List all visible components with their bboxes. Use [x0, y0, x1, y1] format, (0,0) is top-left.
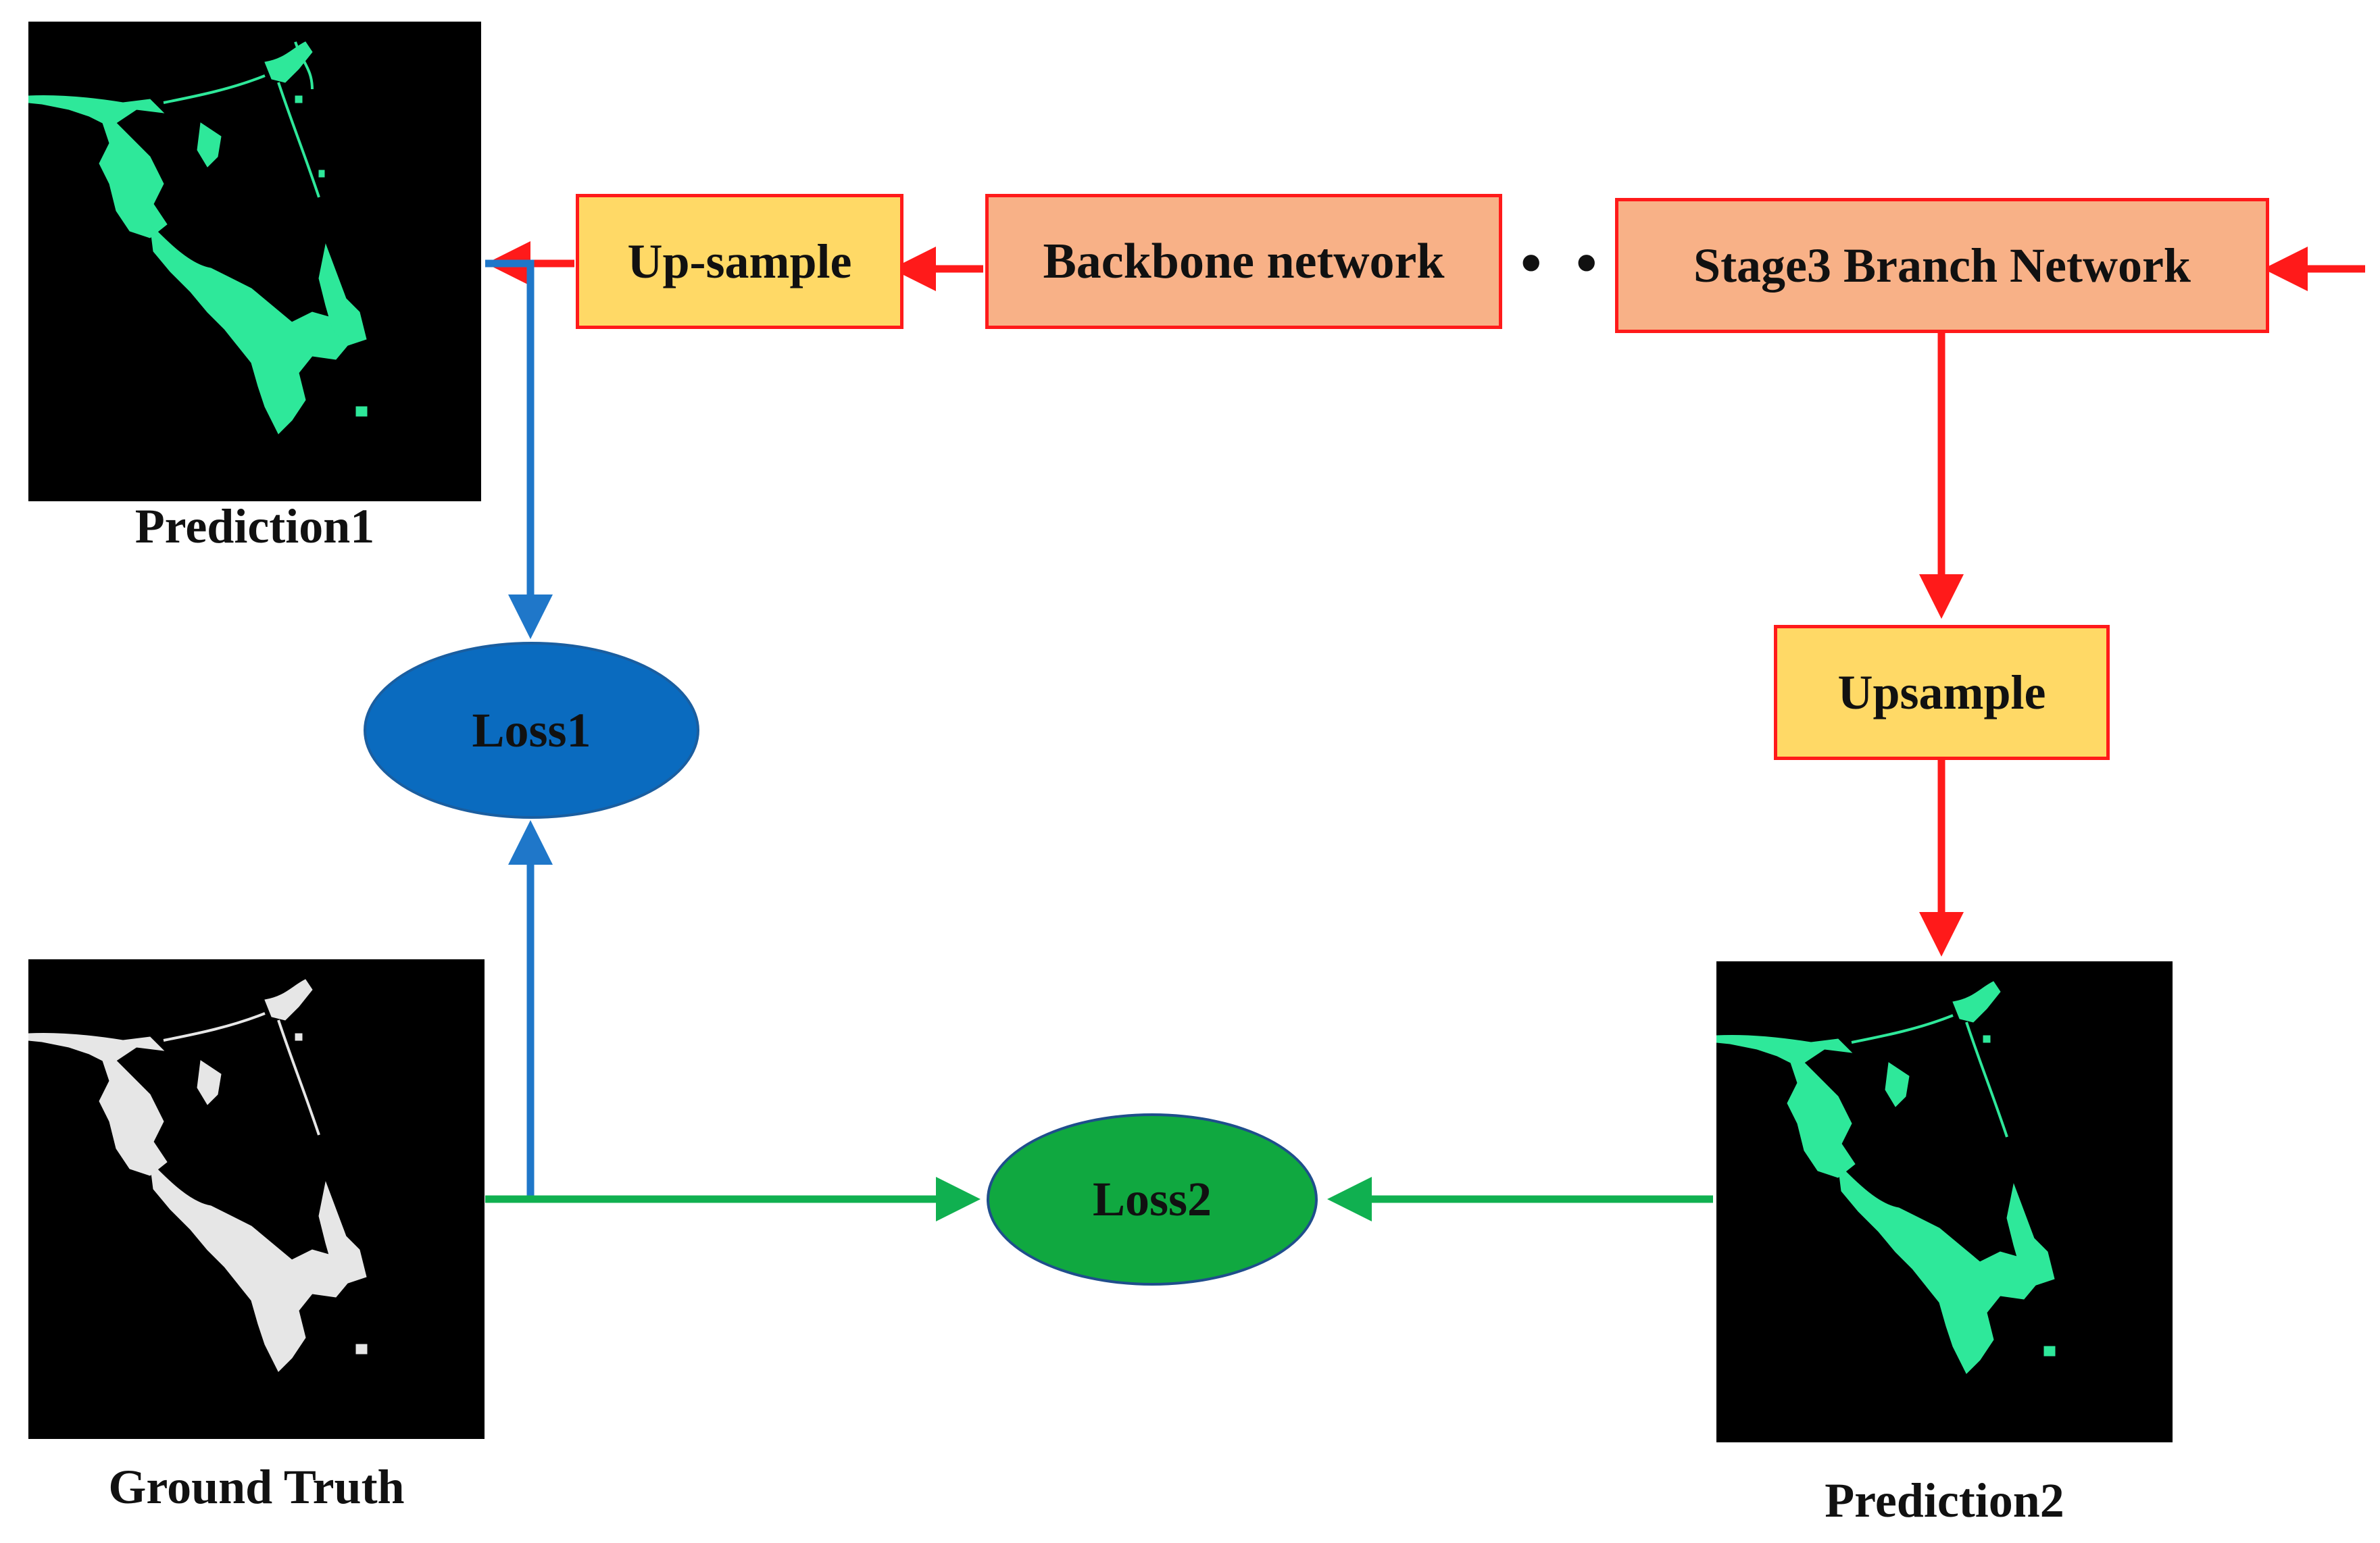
stage3-branch-network-block: Stage3 Branch Network [1615, 198, 2269, 333]
ground-truth-caption: Ground Truth [108, 1460, 405, 1514]
loss1-node: Loss1 [364, 642, 699, 819]
ground-truth-image [28, 959, 485, 1439]
upsample2-block: Upsample [1774, 625, 2110, 760]
prediction1-image [28, 22, 481, 501]
prediction1-mask [28, 41, 368, 434]
prediction1-caption: Prediction1 [134, 499, 375, 553]
arrow-prediction1-to-loss1 [485, 259, 553, 639]
backbone-network-block: Backbone network [985, 194, 1502, 329]
prediction2-image [1716, 961, 2173, 1442]
ground-truth-mask [28, 979, 368, 1372]
upsample1-block: Up-sample [576, 194, 903, 329]
loss2-node: Loss2 [987, 1113, 1318, 1286]
prediction2-mask [1716, 981, 2056, 1374]
prediction2-caption: Prediction2 [1825, 1473, 2064, 1527]
